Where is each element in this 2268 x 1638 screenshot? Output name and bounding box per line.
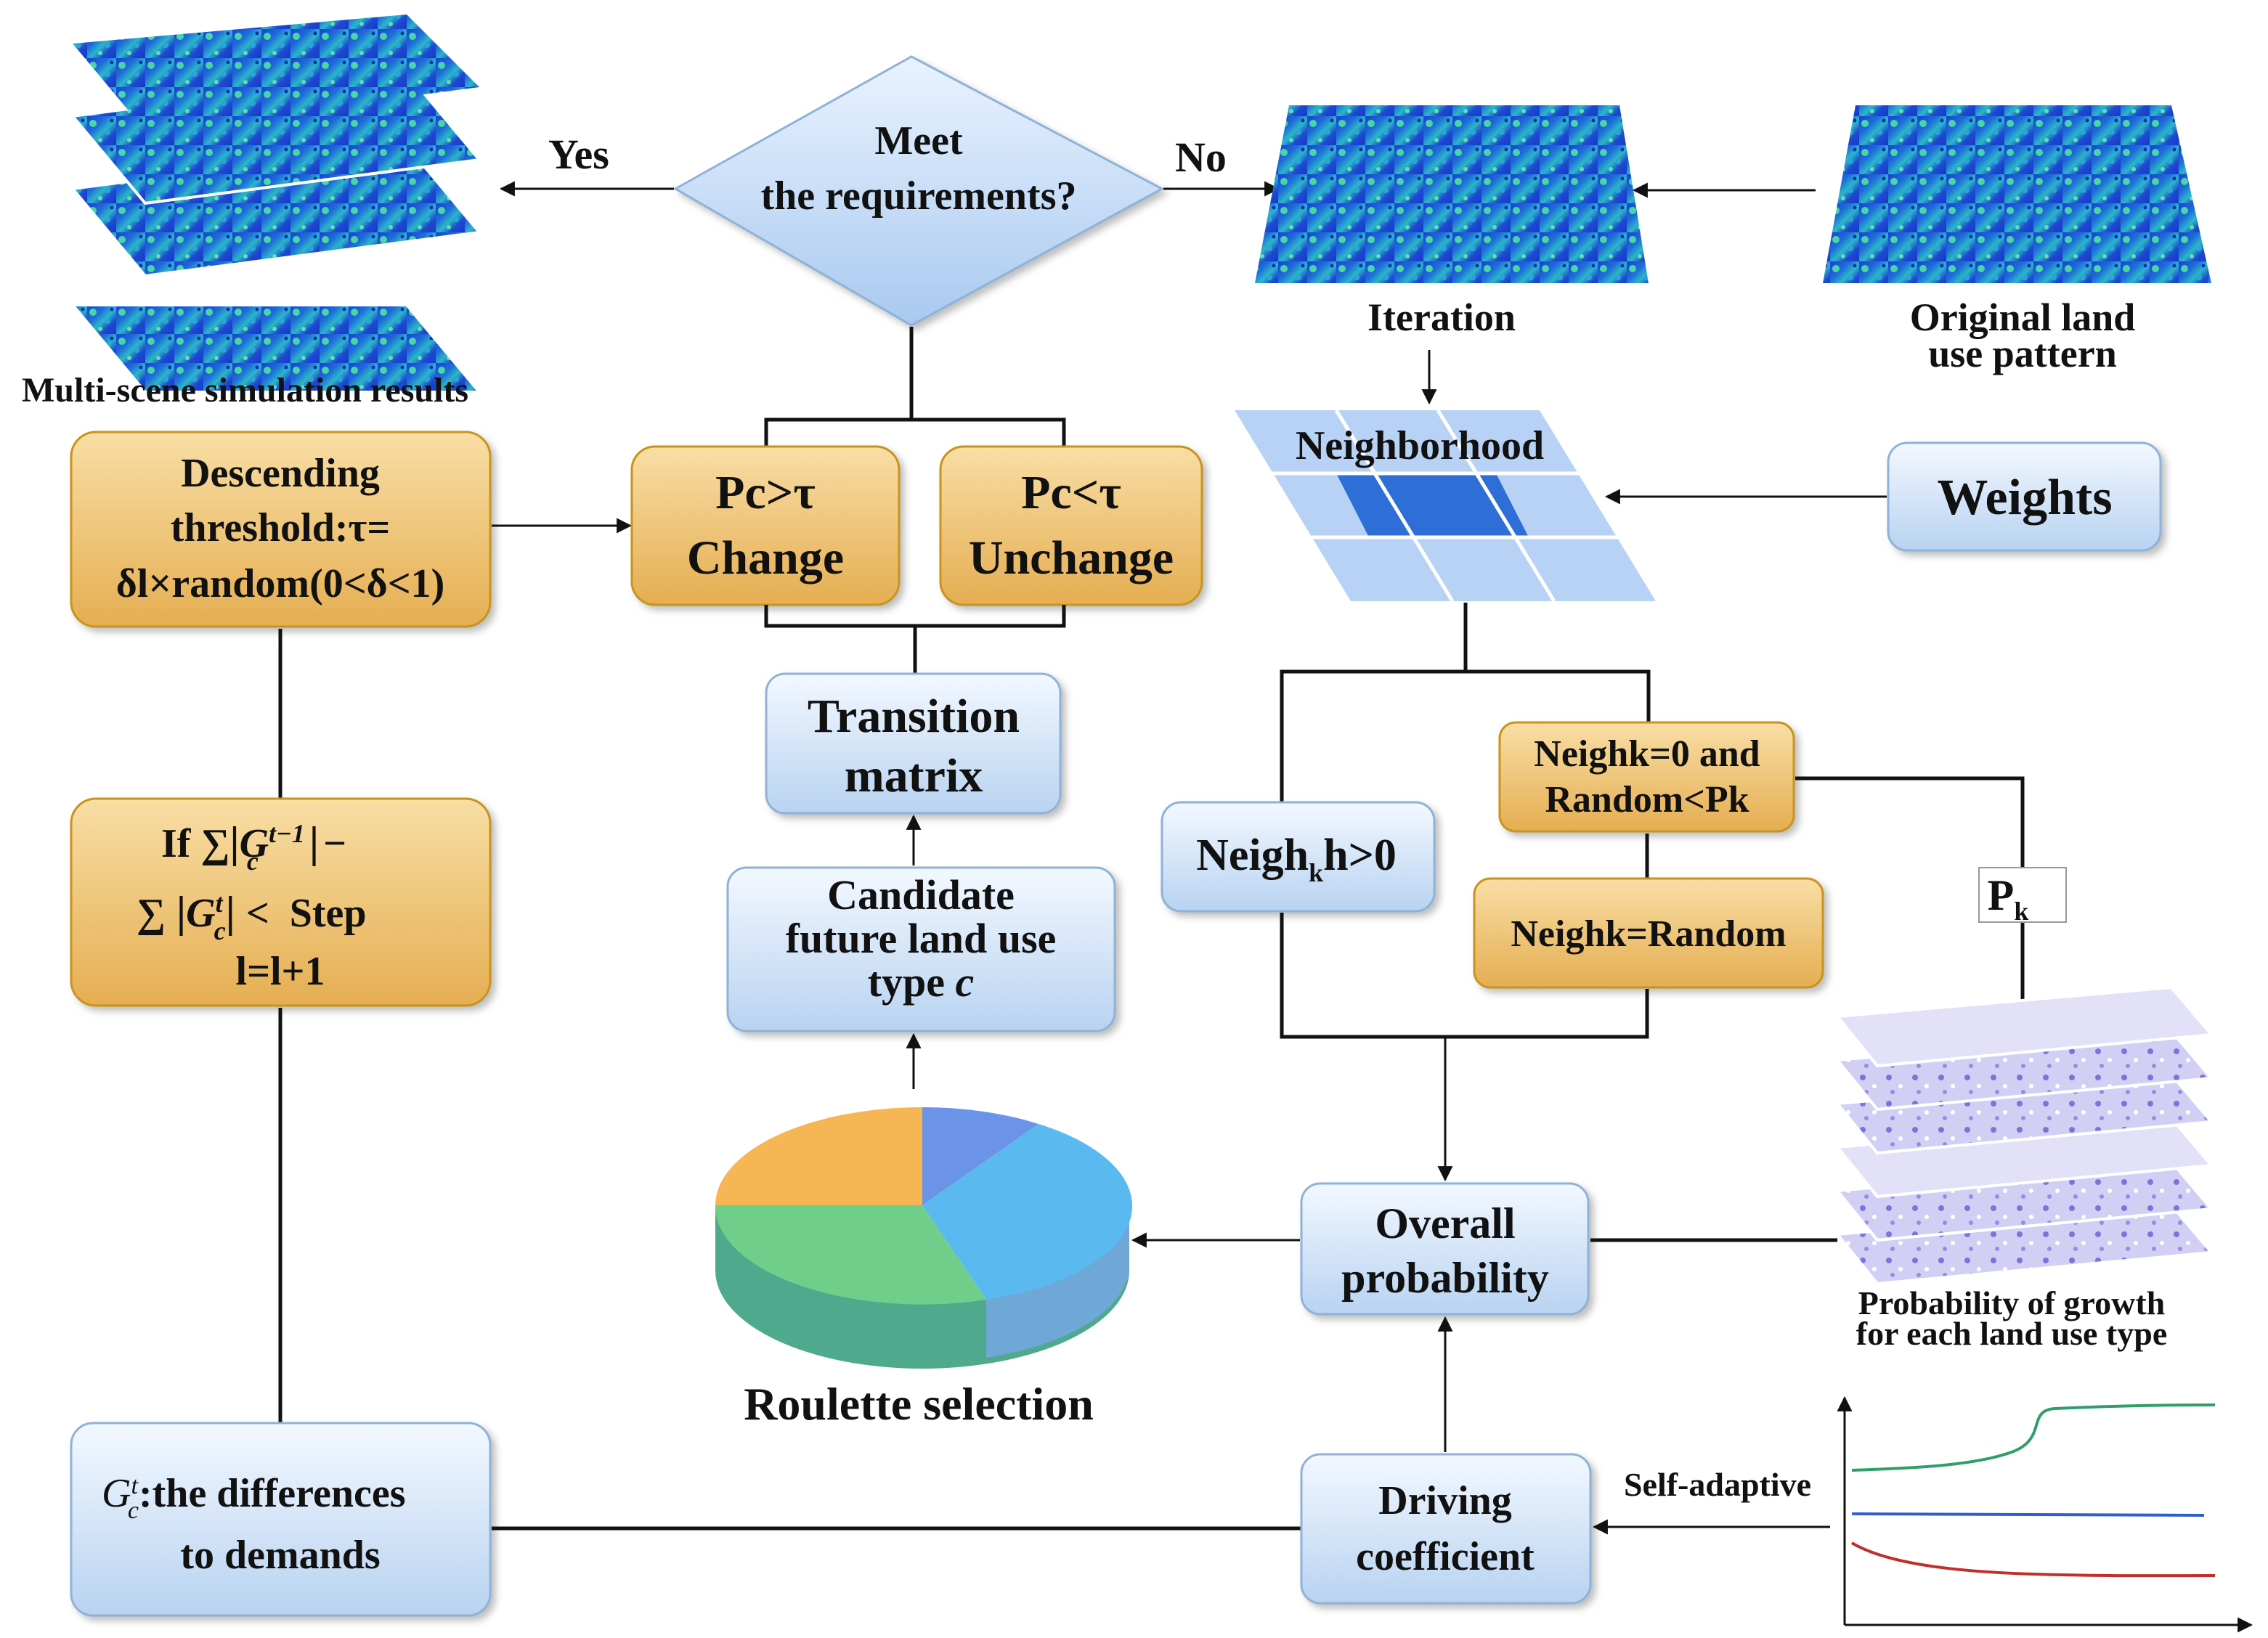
change-line2: Change — [687, 531, 844, 584]
neigh-gt-zero-box — [1161, 801, 1436, 913]
overall-line1: Overall — [1375, 1199, 1515, 1247]
differences-line2: to demands — [180, 1533, 380, 1578]
decision-line1: Meet — [874, 118, 963, 163]
unchange-line1: Pc<τ — [1021, 466, 1121, 519]
neigh-merge-bracket — [1280, 913, 1649, 1039]
overall-line2: probability — [1341, 1254, 1549, 1302]
probability-layers — [1834, 985, 2215, 1286]
outcome-bracket — [764, 605, 1066, 628]
overall-probability-box — [1300, 1182, 1590, 1316]
neighborhood-bracket — [1280, 669, 1651, 802]
neigh-zero-line2: Random<Pk — [1545, 779, 1749, 820]
neigh-random-box — [1473, 877, 1824, 989]
prob-growth-line2: for each land use type — [1856, 1315, 2168, 1352]
unchange-line2: Unchange — [969, 531, 1174, 584]
decision-diamond — [672, 55, 1165, 327]
transition-line1: Transition — [808, 690, 1020, 743]
svg-text:If ∑|Gt−1c|−: If ∑|Gt−1c|− — [161, 818, 346, 876]
unchange-box — [939, 445, 1203, 606]
neigh-gt-zero-label: Neighkh>0 — [1196, 831, 1397, 887]
weights-box — [1887, 441, 2162, 552]
driving-line1: Driving — [1378, 1478, 1512, 1523]
step-condition-box — [70, 797, 492, 1007]
branch-yes-label: Yes — [548, 131, 609, 178]
adaptive-curves-plot — [1837, 1395, 2253, 1633]
prob-growth-line1: Probability of growth — [1858, 1284, 2166, 1321]
descending-threshold-box — [70, 431, 492, 628]
branch-no-label: No — [1175, 134, 1227, 181]
iteration-label: Iteration — [1367, 296, 1516, 339]
descending-line2: threshold:τ= — [171, 505, 391, 550]
candidate-line2: future land use — [786, 915, 1057, 962]
descending-line3: δl×random(0<δ<1) — [116, 561, 445, 606]
roulette-label: Roulette selection — [744, 1378, 1094, 1430]
transition-line2: matrix — [845, 749, 983, 802]
candidate-box — [726, 866, 1116, 1032]
neigh-random-label: Neighk=Random — [1511, 913, 1786, 955]
pk-label: Pk — [1988, 871, 2029, 926]
differences-box — [70, 1422, 492, 1617]
descending-line1: Descending — [181, 451, 380, 496]
neighborhood-grid — [1235, 409, 1656, 603]
decision-bracket — [764, 417, 1066, 447]
transition-matrix-box — [765, 672, 1062, 815]
driving-line2: coefficient — [1356, 1534, 1535, 1579]
original-label-line2: use pattern — [1928, 332, 2116, 375]
candidate-line1: Candidate — [827, 871, 1015, 918]
iteration-map — [1255, 105, 1649, 283]
multi-scene-map-stack — [69, 15, 483, 394]
neighborhood-label: Neighborhood — [1296, 423, 1544, 468]
original-map — [1823, 105, 2211, 283]
decision-line2: the requirements? — [761, 174, 1077, 219]
change-line1: Pc>τ — [715, 466, 816, 519]
neigh-zero-line1: Neighk=0 and — [1534, 733, 1760, 775]
pk-label-box — [1978, 867, 2067, 923]
roulette-pie — [715, 1107, 1133, 1369]
original-label-line1: Original land — [1910, 296, 2136, 339]
pk-connector — [1795, 776, 2025, 1013]
svg-text:l=l+1: l=l+1 — [236, 949, 325, 994]
candidate-line3: type c — [868, 958, 975, 1006]
svg-text:∑ |Gtc| < Step: ∑ |Gtc| < Step — [137, 888, 367, 945]
neigh-zero-box — [1498, 721, 1795, 833]
weights-label: Weights — [1937, 470, 2112, 526]
self-adaptive-label: Self-adaptive — [1624, 1466, 1811, 1503]
multi-scene-label: Multi-scene simulation results — [22, 371, 468, 410]
driving-coefficient-box — [1300, 1453, 1592, 1605]
